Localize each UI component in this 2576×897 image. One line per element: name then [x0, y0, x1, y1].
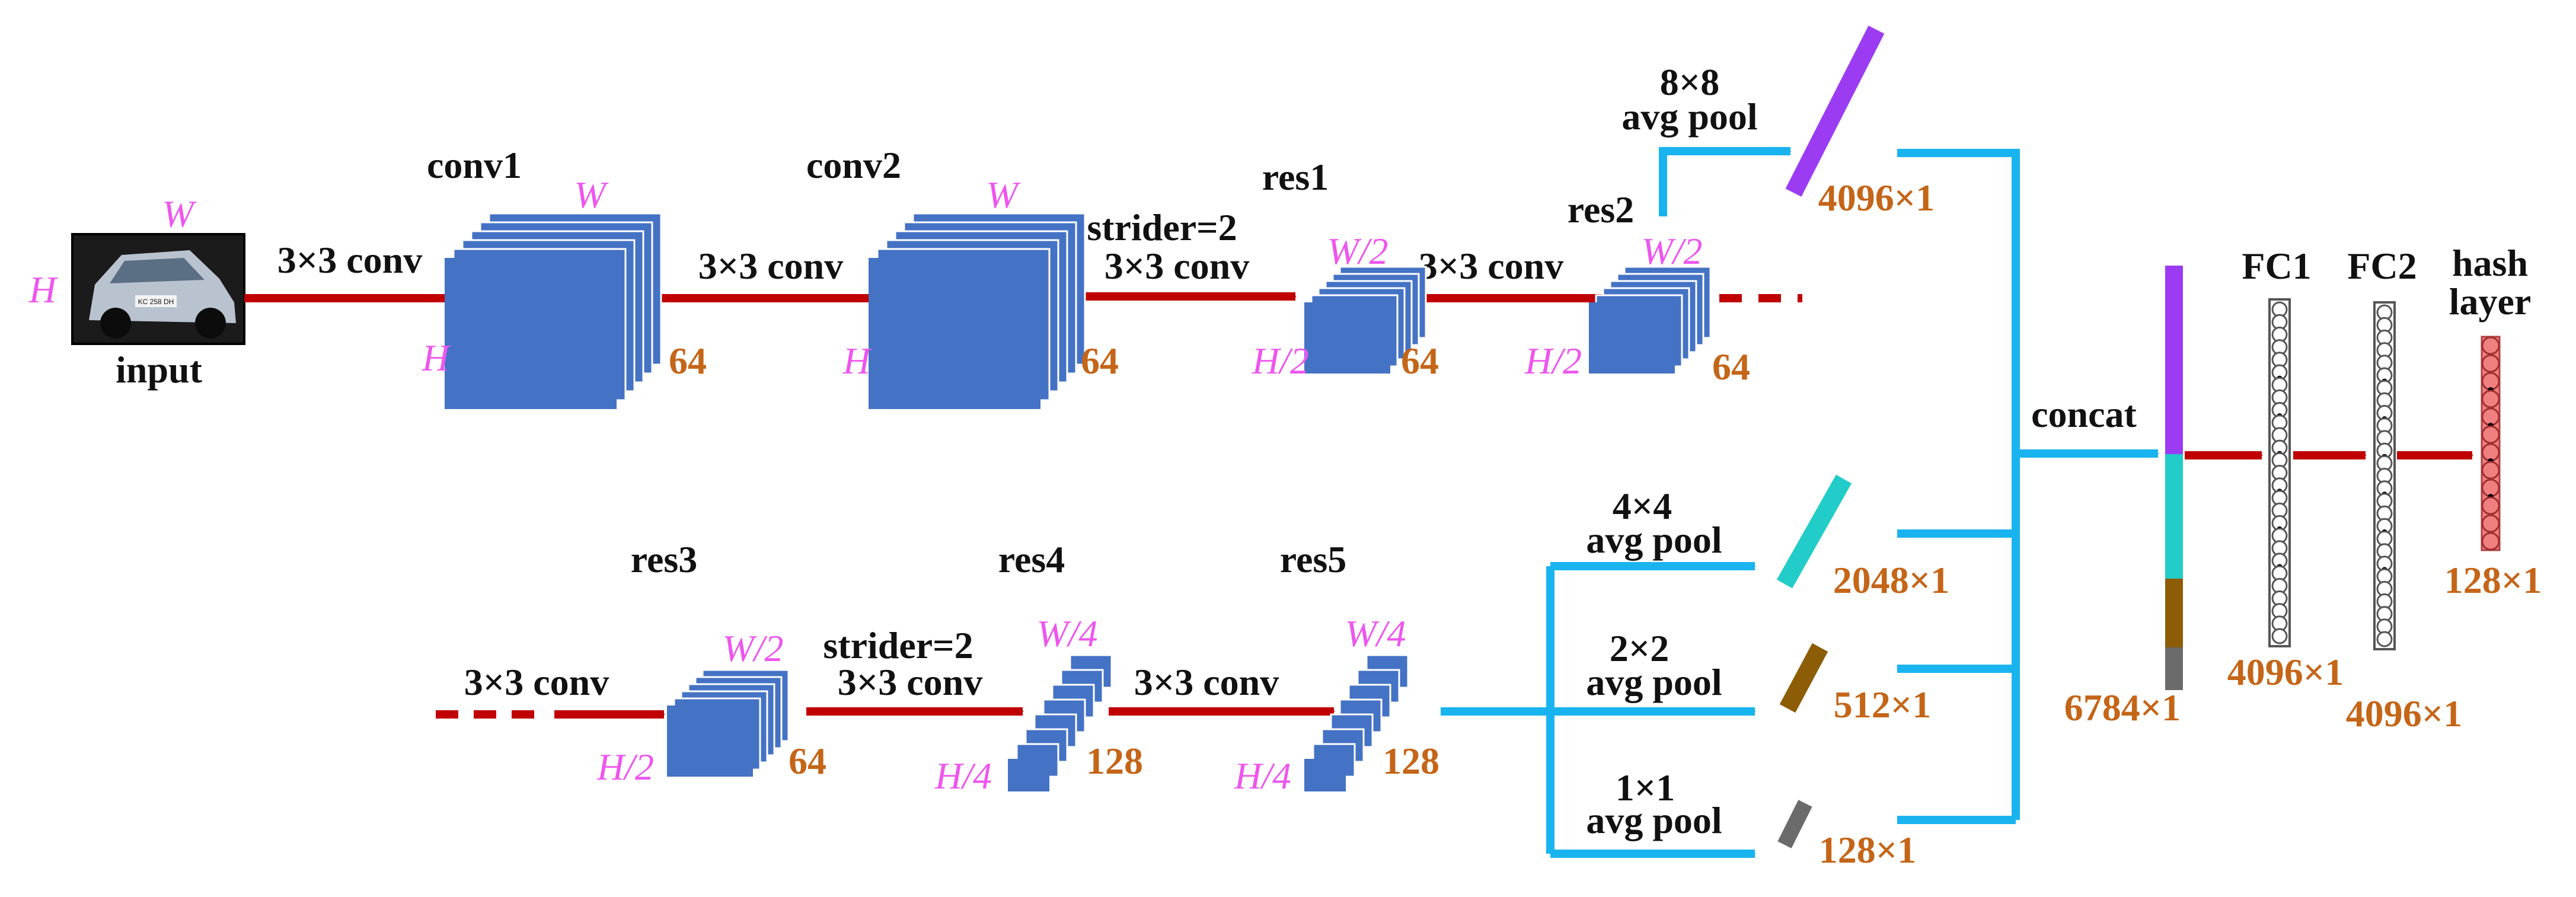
hash-node: [2481, 443, 2500, 462]
block-conv1-dim-h: H: [422, 337, 452, 379]
block-conv2-dim-h: H: [842, 340, 873, 382]
input-label: input: [116, 349, 203, 391]
block-res3: [667, 669, 790, 777]
block-res4-channels: 128: [1086, 740, 1143, 782]
pool-1x1-label-line2: avg pool: [1586, 799, 1722, 841]
block-res5: [1304, 654, 1409, 791]
block-res2-dim-w: W/2: [1641, 230, 1702, 272]
hash-label-line1: hash: [2452, 242, 2528, 284]
row2-edge-2-label-line1: strider=2: [823, 624, 973, 666]
block-res1-channels: 64: [1401, 340, 1439, 382]
fc2-size: 4096×1: [2346, 692, 2462, 735]
fc1-layer: [2268, 298, 2291, 647]
hash-node: [2481, 514, 2500, 533]
hash-node: [2481, 461, 2500, 480]
row1-edge-1-label: 3×3 conv: [277, 239, 422, 281]
block-conv1-name: conv1: [427, 144, 522, 186]
block-conv2-dim-w: W: [986, 174, 1021, 216]
pool-8x8-output-line: [1897, 149, 2020, 820]
block-conv2: [869, 212, 1086, 409]
concat-label: concat: [2031, 393, 2137, 435]
block-res1: [1304, 266, 1427, 374]
block-res4-dim-w: W/4: [1036, 612, 1097, 655]
block-res2-dim-h: H/2: [1524, 340, 1582, 382]
pool-8x8-label-line1: 8×8: [1660, 61, 1719, 103]
pool-2x2-label-line2: avg pool: [1586, 661, 1722, 703]
row1-edge-2-label: 3×3 conv: [698, 245, 843, 287]
input-dim-w: W: [162, 193, 197, 235]
block-conv1-dim-w: W: [574, 174, 609, 216]
pool-8x8-connector: [1659, 147, 1792, 216]
row2-edge-3-label: 3×3 conv: [1134, 661, 1279, 703]
hash-node: [2481, 354, 2500, 373]
pool-2x2-label-line1: 2×2: [1610, 627, 1669, 669]
hash-node: [2481, 390, 2500, 408]
block-res1-dim-w: W/2: [1327, 230, 1388, 272]
hash-node: [2481, 532, 2500, 551]
block-res4-name: res4: [998, 538, 1065, 580]
row1-edge-3-label-line1: strider=2: [1087, 206, 1237, 248]
hash-node: [2481, 425, 2500, 444]
row2-edge-2-label-line2: 3×3 conv: [838, 661, 982, 703]
block-conv2-channels: 64: [1081, 340, 1119, 382]
block-res3-name: res3: [631, 538, 698, 580]
concat-vector: [2165, 266, 2183, 690]
pool-8x8-size: 4096×1: [1818, 177, 1935, 219]
pool-4x4-label-line2: avg pool: [1586, 519, 1722, 561]
row1-edge-4-label: 3×3 conv: [1419, 245, 1563, 287]
block-res4-dim-h: H/4: [934, 755, 992, 797]
block-res3-dim-h: H/2: [596, 746, 654, 788]
pool-8x8-bar: [1785, 25, 1885, 197]
block-conv1-channels: 64: [669, 340, 707, 382]
fc1-label: FC1: [2242, 245, 2311, 287]
pool-4x4-size: 2048×1: [1833, 559, 1949, 601]
pool-1x1-size: 128×1: [1819, 829, 1916, 871]
row1-edge-3-label-line2: 3×3 conv: [1105, 245, 1249, 287]
fc1-node: [2271, 628, 2288, 644]
block-conv2-name: conv2: [806, 144, 901, 186]
pool-4x4-label-line1: 4×4: [1613, 485, 1672, 527]
input-image-plate: KC 258 DH: [138, 298, 174, 306]
block-conv1: [445, 212, 662, 409]
block-res1-dim-h: H/2: [1252, 340, 1309, 382]
block-res4: [1008, 654, 1113, 791]
fc2-label: FC2: [2347, 245, 2417, 287]
hash-node: [2481, 336, 2500, 355]
block-res2-name: res2: [1568, 189, 1635, 231]
hash-label-line2: layer: [2449, 280, 2532, 323]
block-res5-dim-w: W/4: [1345, 612, 1406, 655]
input-image: KC 258 DH: [71, 233, 245, 345]
pool-8x8-label-line2: avg pool: [1621, 95, 1757, 138]
hash-node: [2481, 372, 2500, 391]
hash-node: [2481, 496, 2500, 515]
row2-edge-1-label: 3×3 conv: [464, 661, 609, 703]
hash-size: 128×1: [2444, 559, 2542, 601]
concat-size: 6784×1: [2064, 687, 2181, 729]
pool-4x4-bar: [1776, 474, 1852, 589]
hash-layer: [2481, 336, 2501, 551]
fc1-size: 4096×1: [2227, 651, 2344, 693]
block-res1-name: res1: [1262, 156, 1329, 198]
block-res5-channels: 128: [1383, 740, 1439, 782]
block-res5-dim-h: H/4: [1234, 755, 1291, 797]
pool-1x1-label-line1: 1×1: [1616, 767, 1675, 809]
input-dim-h: H: [28, 269, 59, 311]
block-res2-channels: 64: [1712, 346, 1750, 388]
fc2-layer: [2373, 301, 2396, 650]
block-res5-name: res5: [1280, 538, 1347, 580]
pool-2x2-bar: [1779, 643, 1828, 713]
block-res3-dim-w: W/2: [722, 627, 783, 669]
hash-node: [2481, 478, 2500, 497]
block-res2: [1589, 266, 1712, 374]
pool-2x2-size: 512×1: [1834, 684, 1931, 726]
hash-node: [2481, 407, 2500, 426]
fc2-node: [2376, 631, 2393, 647]
block-res3-channels: 64: [789, 740, 826, 782]
pool-1x1-bar: [1777, 800, 1812, 848]
